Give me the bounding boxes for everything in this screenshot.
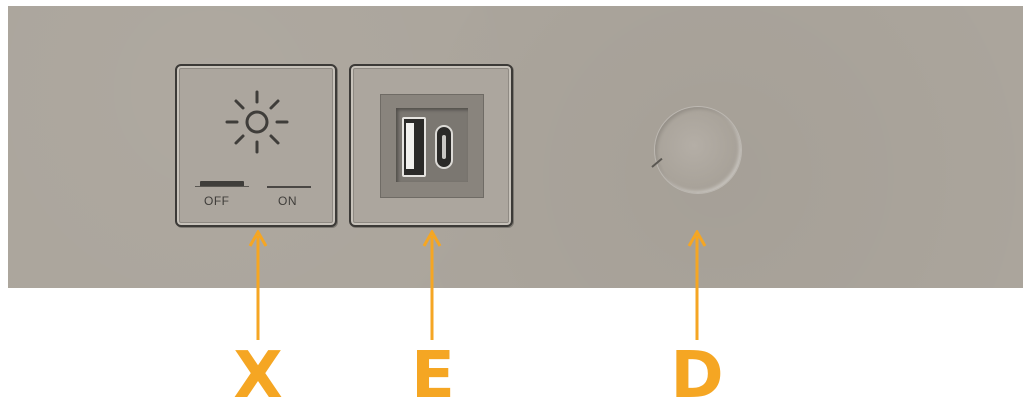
usb-a-port[interactable] <box>402 117 426 177</box>
callout-x: X <box>218 340 298 412</box>
callout-e: E <box>393 340 473 412</box>
off-indicator-line <box>195 186 249 187</box>
usb-c-port[interactable] <box>435 125 453 169</box>
arrow-up-icon <box>246 230 270 340</box>
arrow-up-icon <box>685 230 709 340</box>
control-panel <box>8 6 1023 288</box>
usb-c-tongue <box>442 135 446 159</box>
arrow-up-icon <box>420 230 444 340</box>
usb-recess <box>380 94 484 198</box>
off-label: OFF <box>204 194 230 208</box>
light-switch-module[interactable]: OFF ON <box>175 64 337 227</box>
sun-icon <box>221 86 293 158</box>
callout-d: D <box>657 340 737 412</box>
on-label: ON <box>278 194 297 208</box>
dial-knob[interactable] <box>655 107 741 193</box>
on-indicator-line <box>267 186 311 188</box>
usb-charging-module <box>349 64 513 227</box>
usb-a-tongue <box>406 123 414 169</box>
